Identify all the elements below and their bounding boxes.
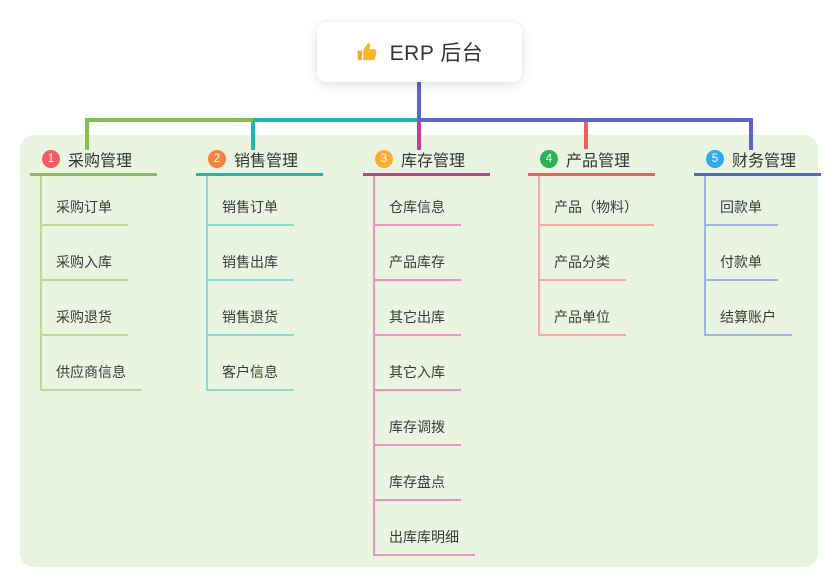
child-row: 供应商信息 [42, 336, 157, 391]
child-node[interactable]: 产品分类 [540, 252, 626, 281]
child-row: 其它出库 [375, 281, 490, 336]
branch-node-1[interactable]: 1 采购管理 [30, 145, 157, 176]
child-node[interactable]: 产品（物料） [540, 197, 654, 226]
root-stem-line [417, 82, 421, 122]
child-row: 产品单位 [540, 281, 655, 336]
child-node[interactable]: 采购入库 [42, 252, 128, 281]
child-node[interactable]: 出库库明细 [375, 527, 475, 556]
child-node[interactable]: 销售退货 [208, 307, 294, 336]
child-node[interactable]: 采购退货 [42, 307, 128, 336]
branches-panel [20, 135, 818, 567]
branch-column-2: 2 销售管理销售订单销售出库销售退货客户信息 [196, 145, 323, 391]
branch-children: 回款单付款单结算账户 [704, 176, 821, 336]
child-node[interactable]: 销售订单 [208, 197, 294, 226]
branch-number-badge: 1 [42, 150, 60, 168]
child-row: 客户信息 [208, 336, 323, 391]
branch-node-2[interactable]: 2 销售管理 [196, 145, 323, 176]
child-row: 付款单 [706, 226, 821, 281]
branch-column-4: 4 产品管理产品（物料） 产品分类产品单位 [528, 145, 655, 336]
branch-children: 销售订单销售出库销售退货客户信息 [206, 176, 323, 391]
child-node[interactable]: 产品单位 [540, 307, 626, 336]
branch-column-5: 5 财务管理回款单付款单结算账户 [694, 145, 821, 336]
child-row: 出库库明细 [375, 501, 490, 556]
child-row: 产品（物料） [540, 176, 655, 226]
child-row: 仓库信息 [375, 176, 490, 226]
branch-number-badge: 4 [540, 150, 558, 168]
child-node[interactable]: 产品库存 [375, 252, 461, 281]
child-node[interactable]: 供应商信息 [42, 362, 142, 391]
child-row: 结算账户 [706, 281, 821, 336]
child-node[interactable]: 付款单 [706, 252, 778, 281]
drop-line-2 [251, 118, 255, 150]
branch-number-badge: 5 [706, 150, 724, 168]
branch-title: 采购管理 [68, 153, 133, 170]
child-node[interactable]: 其它出库 [375, 307, 461, 336]
branch-number-badge: 3 [375, 150, 393, 168]
child-node[interactable]: 采购订单 [42, 197, 128, 226]
child-node[interactable]: 其它入库 [375, 362, 461, 391]
branch-children: 仓库信息产品库存其它出库其它入库库存调拨库存盘点出库库明细 [373, 176, 490, 556]
branch-title: 库存管理 [401, 153, 466, 170]
child-row: 产品分类 [540, 226, 655, 281]
child-row: 销售订单 [208, 176, 323, 226]
drop-line-5 [749, 118, 753, 150]
rail-segment-teal [253, 118, 419, 122]
branch-node-5[interactable]: 5 财务管理 [694, 145, 821, 176]
branch-title: 财务管理 [732, 153, 797, 170]
rail-segment-blue [419, 118, 753, 122]
child-row: 销售出库 [208, 226, 323, 281]
child-node[interactable]: 销售出库 [208, 252, 294, 281]
child-row: 产品库存 [375, 226, 490, 281]
thumbs-up-icon [356, 40, 380, 64]
child-node[interactable]: 仓库信息 [375, 197, 461, 226]
branch-column-3: 3 库存管理仓库信息产品库存其它出库其它入库库存调拨库存盘点出库库明细 [363, 145, 490, 556]
child-node[interactable]: 结算账户 [706, 307, 792, 336]
child-row: 库存盘点 [375, 446, 490, 501]
branch-children: 产品（物料） 产品分类产品单位 [538, 176, 655, 336]
child-row: 采购入库 [42, 226, 157, 281]
root-node[interactable]: ERP 后台 [317, 22, 522, 82]
drop-line-1 [85, 118, 89, 150]
child-row: 其它入库 [375, 336, 490, 391]
branch-node-3[interactable]: 3 库存管理 [363, 145, 490, 176]
child-node[interactable]: 库存调拨 [375, 417, 461, 446]
branch-node-4[interactable]: 4 产品管理 [528, 145, 655, 176]
child-row: 采购退货 [42, 281, 157, 336]
branch-title: 销售管理 [234, 153, 299, 170]
branch-children: 采购订单采购入库采购退货供应商信息 [40, 176, 157, 391]
rail-segment-green [85, 118, 255, 122]
child-row: 回款单 [706, 176, 821, 226]
child-row: 库存调拨 [375, 391, 490, 446]
drop-line-4 [584, 118, 588, 149]
child-row: 采购订单 [42, 176, 157, 226]
branch-number-badge: 2 [208, 150, 226, 168]
child-row: 销售退货 [208, 281, 323, 336]
drop-line-3 [417, 118, 421, 150]
root-title: ERP 后台 [389, 42, 484, 65]
child-node[interactable]: 回款单 [706, 197, 778, 226]
branch-title: 产品管理 [566, 153, 631, 170]
child-node[interactable]: 库存盘点 [375, 472, 461, 501]
branch-column-1: 1 采购管理采购订单采购入库采购退货供应商信息 [30, 145, 157, 391]
child-node[interactable]: 客户信息 [208, 362, 294, 391]
